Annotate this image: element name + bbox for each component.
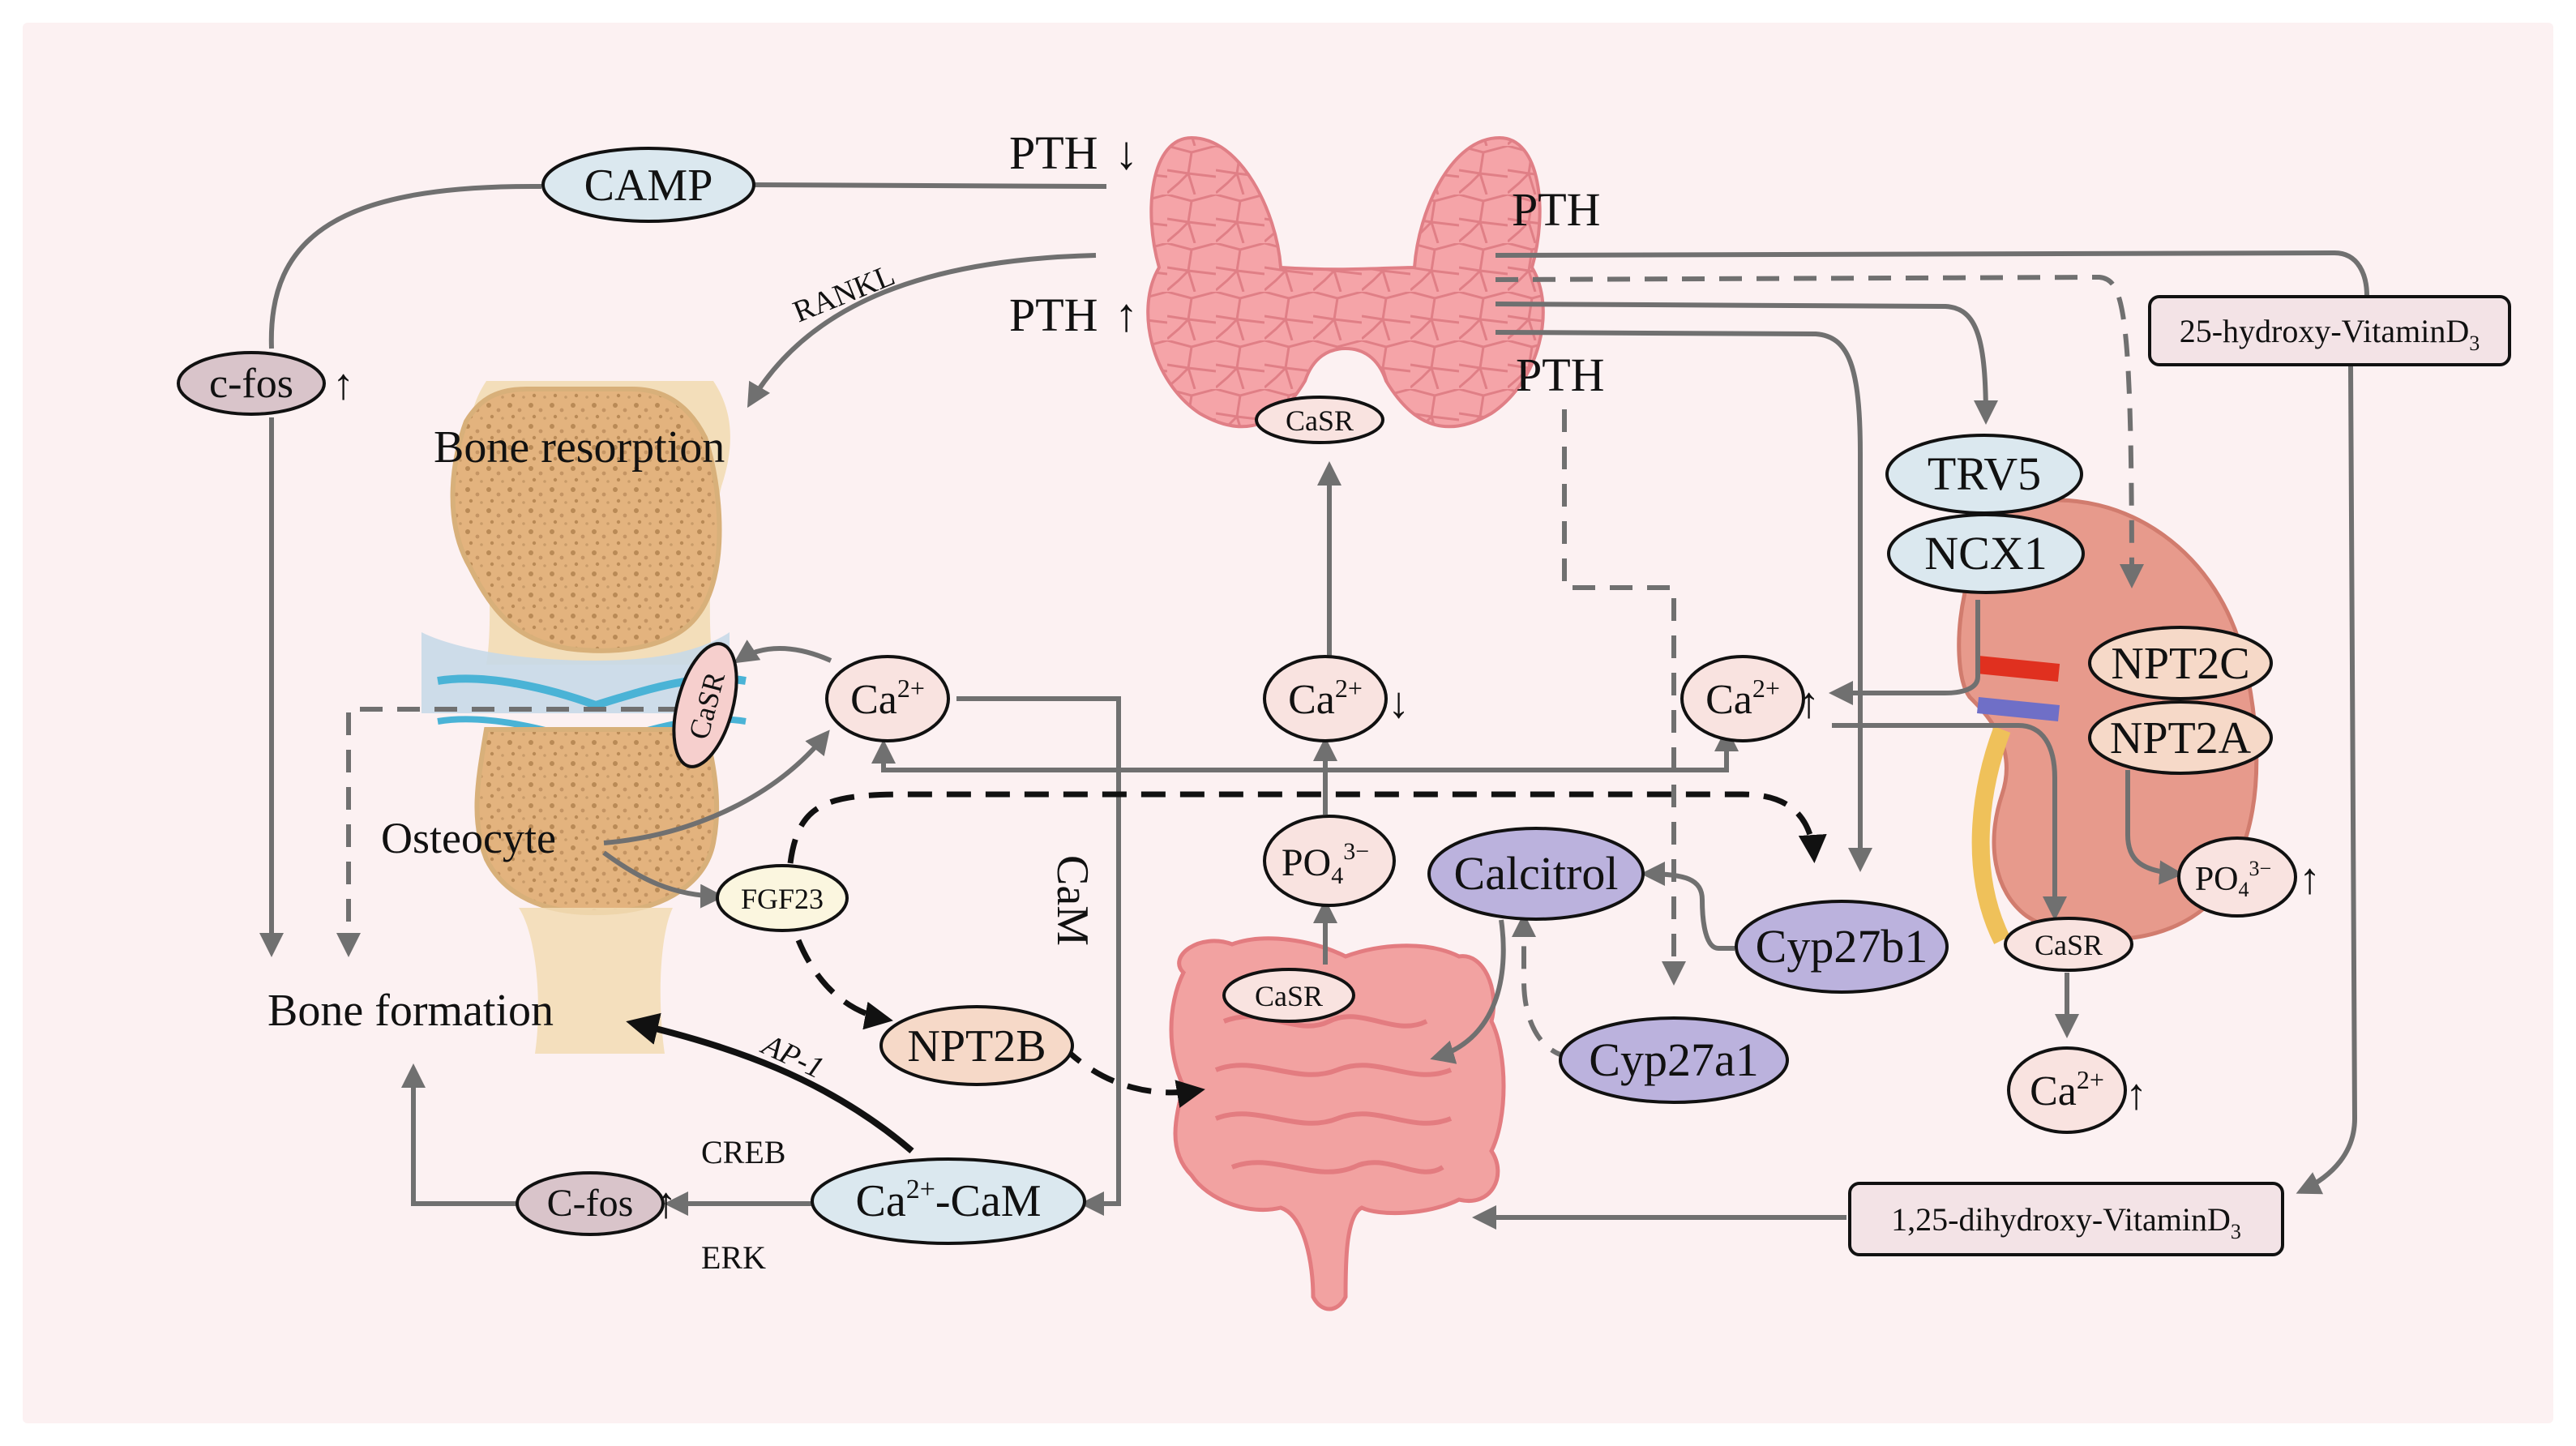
dashed-casr-to-bone-formation bbox=[336, 707, 681, 957]
erk-label: ERK bbox=[701, 1239, 766, 1276]
arrow-rankl-bone-resorption bbox=[747, 253, 1097, 409]
arrow-ca-to-kidney-casr bbox=[1832, 723, 2067, 921]
dashed-fgf23-to-npt2b bbox=[795, 939, 893, 1030]
arrow-osteocyte-to-ca bbox=[603, 729, 830, 845]
calcium-ion-bone-label: Ca2+ bbox=[850, 674, 925, 723]
knee-joint-bone-illustration bbox=[421, 381, 747, 1054]
c-fos-bottom-label: C-fos bbox=[547, 1182, 634, 1225]
calcium-ion-mid-node: Ca2+ ↓ bbox=[1263, 655, 1410, 742]
calcium-ion-kidney-bottom-label: Ca2+ bbox=[2030, 1065, 2104, 1114]
npt2a-label: NPT2A bbox=[2110, 713, 2252, 764]
arrow-ca-cam-to-bone-formation bbox=[626, 1012, 914, 1154]
trv5-label: TRV5 bbox=[1928, 447, 2041, 500]
connector-arrows bbox=[259, 182, 2369, 1230]
dashed-pth-to-npt2c bbox=[1495, 274, 2144, 588]
arrow-pth-to-trv5 bbox=[1495, 302, 1998, 425]
arrow-cfos-bottom-to-bone-formation bbox=[401, 1063, 517, 1206]
calcium-ion-kidney-node: Ca2+ ↑ bbox=[1680, 655, 1820, 742]
calcium-ion-bone-node: Ca2+ bbox=[825, 655, 950, 742]
c-fos-top-node: c-fos ↑ bbox=[177, 351, 354, 416]
npt2a-node: NPT2A bbox=[2088, 700, 2273, 775]
fgf23-node: FGF23 bbox=[716, 864, 849, 932]
c-fos-top-label: c-fos bbox=[209, 361, 293, 407]
npt2b-node: NPT2B bbox=[879, 1005, 1074, 1086]
npt2c-node: NPT2C bbox=[2088, 626, 2273, 700]
arrow-pth-to-vitd25 bbox=[1495, 250, 2369, 297]
up-arrow-glyph: ↑ bbox=[1115, 289, 1138, 341]
down-arrow-glyph: ↓ bbox=[1115, 126, 1138, 179]
arrow-ca-to-ca-cam bbox=[956, 696, 1121, 1216]
npt2b-label: NPT2B bbox=[907, 1021, 1046, 1072]
thyroid-gland-illustration bbox=[1146, 135, 1545, 429]
arrow-pth-to-camp bbox=[753, 182, 1107, 189]
pth-mid-label: PTH bbox=[1516, 349, 1605, 401]
creb-label: CREB bbox=[701, 1134, 785, 1170]
calcium-ion-mid-label: Ca2+ bbox=[1288, 674, 1363, 723]
camp-node: CAMP bbox=[541, 147, 755, 223]
casr-thyroid-node: CaSR bbox=[1255, 396, 1384, 444]
vitamin-d125-box: 1,25-dihydroxy-VitaminD3 bbox=[1848, 1182, 2284, 1256]
calcium-ion-mid-down-arrow: ↓ bbox=[1388, 678, 1410, 727]
dashed-fgf23-arc-to-cyp27b1 bbox=[787, 791, 1827, 864]
bone-resorption-label: Bone resorption bbox=[434, 422, 725, 473]
arrow-kidney-ca-to-bone-ca bbox=[871, 727, 1739, 772]
arrow-ncx1-to-ca bbox=[1829, 600, 1980, 705]
c-fos-top-up-arrow: ↑ bbox=[332, 360, 354, 409]
casr-thyroid-label: CaSR bbox=[1286, 404, 1354, 437]
calcium-ion-kidney-label: Ca2+ bbox=[1705, 674, 1780, 723]
c-fos-bottom-up-arrow: ↑ bbox=[655, 1179, 677, 1227]
trv5-node: TRV5 bbox=[1885, 434, 2083, 515]
calcium-calmodulin-node: Ca2+-CaM bbox=[811, 1157, 1086, 1245]
dashed-pth-to-cyp27a1 bbox=[1562, 409, 1686, 986]
calcium-ion-kidney-up-arrow: ↑ bbox=[1798, 678, 1820, 727]
casr-bone-node: CaSR bbox=[672, 642, 738, 768]
calcium-calmodulin-label: Ca2+-CaM bbox=[855, 1174, 1041, 1226]
vitamin-d25-label: 25-hydroxy-VitaminD3 bbox=[2180, 313, 2480, 355]
npt2c-label: NPT2C bbox=[2111, 639, 2249, 689]
dashed-npt2b-to-intestine bbox=[1059, 1043, 1205, 1108]
arrow-pth-to-cyp27b1 bbox=[1495, 330, 1872, 872]
vitamin-d125-label: 1,25-dihydroxy-VitaminD3 bbox=[1891, 1201, 2241, 1243]
bone-formation-label: Bone formation bbox=[267, 986, 554, 1036]
phosphate-ion-kidney-node: PO43− ↑ bbox=[2177, 836, 2321, 918]
c-fos-bottom-node: C-fos ↑ bbox=[516, 1171, 677, 1236]
calcitrol-label: Calcitrol bbox=[1454, 847, 1619, 900]
cam-label: CaM bbox=[1047, 855, 1098, 946]
fgf23-label: FGF23 bbox=[741, 883, 824, 915]
cyp27b1-node: Cyp27b1 bbox=[1735, 900, 1949, 994]
pth-up-text: PTH bbox=[1009, 289, 1098, 341]
calcium-ion-kidney-bottom-node: Ca2+ ↑ bbox=[2007, 1046, 2147, 1134]
calcium-ion-kidney-bottom-up-arrow: ↑ bbox=[2125, 1070, 2147, 1119]
cyp27a1-node: Cyp27a1 bbox=[1559, 1016, 1789, 1104]
osteocyte-label: Osteocyte bbox=[381, 814, 556, 862]
arrow-ca-to-bone-casr bbox=[734, 640, 832, 664]
cyp27a1-label: Cyp27a1 bbox=[1589, 1033, 1758, 1086]
pth-down-label: PTH ↓ bbox=[1009, 126, 1138, 179]
ncx1-label: NCX1 bbox=[1924, 527, 2047, 580]
arrow-camp-to-cfos bbox=[268, 183, 542, 349]
arrow-vitd25-to-vitd125 bbox=[2296, 366, 2358, 1195]
calcitrol-node: Calcitrol bbox=[1427, 827, 1645, 921]
pth-right-label: PTH bbox=[1512, 183, 1601, 236]
ncx1-node: NCX1 bbox=[1887, 513, 2085, 594]
cyp27b1-label: Cyp27b1 bbox=[1756, 920, 1928, 973]
vitamin-d25-box: 25-hydroxy-VitaminD3 bbox=[2148, 295, 2511, 366]
arrow-npt2a-to-po4 bbox=[2125, 770, 2184, 885]
phosphate-ion-mid-label: PO43− bbox=[1282, 838, 1369, 889]
phosphate-ion-kidney-up-arrow: ↑ bbox=[2299, 854, 2321, 903]
phosphate-ion-mid-node: PO43− bbox=[1263, 815, 1396, 907]
pth-down-text: PTH bbox=[1009, 126, 1098, 179]
casr-kidney-node: CaSR bbox=[2004, 917, 2133, 972]
casr-kidney-label: CaSR bbox=[2035, 929, 2103, 961]
phosphate-ion-kidney-label: PO43− bbox=[2195, 857, 2271, 901]
arrow-osteocyte-to-fgf23 bbox=[602, 850, 725, 909]
casr-intestine-node: CaSR bbox=[1222, 968, 1355, 1023]
pth-up-label: PTH ↑ bbox=[1009, 289, 1138, 341]
casr-intestine-label: CaSR bbox=[1255, 980, 1323, 1012]
camp-label: CAMP bbox=[584, 160, 713, 211]
arrow-calcitrol-to-intestine bbox=[1430, 919, 1506, 1064]
black-dashed-arrows bbox=[787, 791, 1827, 1108]
